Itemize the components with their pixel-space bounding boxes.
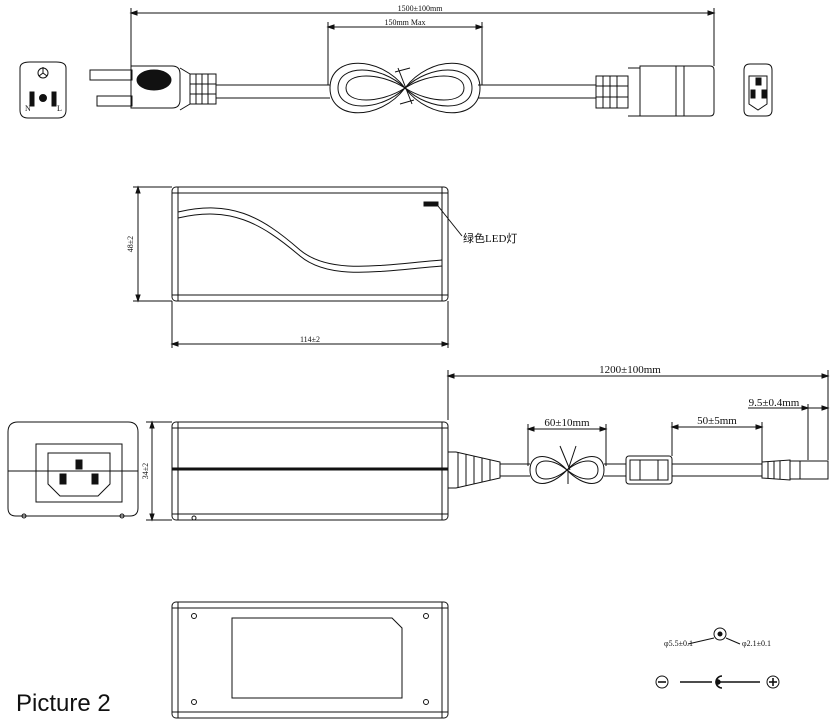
coil-dimension: 150mm Max bbox=[326, 18, 484, 85]
thickness-label: 34±2 bbox=[141, 463, 150, 479]
outer-diameter-label: φ5.5±0.1 bbox=[664, 639, 693, 648]
polarity-diagram: φ5.5±0.1 φ2.1±0.1 bbox=[655, 627, 780, 689]
adapter-bottom-view bbox=[171, 601, 449, 719]
figure-caption: Picture 2 bbox=[16, 690, 111, 717]
adapter-top-view: 绿色LED灯 48±2 114±2 bbox=[126, 185, 517, 348]
dc-cable-dimension: 1200±100mm bbox=[446, 364, 830, 460]
led-label: 绿色LED灯 bbox=[463, 231, 517, 245]
dc-coil-label: 60±10mm bbox=[544, 417, 590, 429]
width-label: 114±2 bbox=[300, 335, 320, 344]
height-label: 48±2 bbox=[126, 236, 135, 252]
width-dimension: 114±2 bbox=[170, 301, 450, 348]
inlet-end-view bbox=[7, 421, 139, 519]
dc-plug bbox=[761, 459, 829, 481]
negative-terminal-icon bbox=[655, 675, 669, 689]
tip-label: 9.5±0.4mm bbox=[749, 397, 800, 409]
cord-coil bbox=[329, 62, 481, 114]
ferrite-core bbox=[625, 455, 673, 485]
plug-neutral-label: N bbox=[25, 104, 31, 113]
dc-cable-label: 1200±100mm bbox=[599, 364, 661, 376]
us-plug-side bbox=[89, 65, 217, 111]
plug-live-label: L bbox=[57, 104, 62, 113]
ferrite-label: 50±5mm bbox=[697, 415, 737, 427]
dc-coil-dimension: 60±10mm bbox=[526, 417, 608, 466]
total-length-label: 1500±100mm bbox=[398, 4, 444, 13]
height-dimension: 48±2 bbox=[126, 185, 172, 303]
inner-diameter-label: φ2.1±0.1 bbox=[742, 639, 771, 648]
dc-cable-coil bbox=[529, 445, 605, 484]
adapter-side-view: 34±2 bbox=[7, 364, 830, 522]
us-plug-face: N L bbox=[19, 61, 67, 119]
iec-connector-face bbox=[743, 63, 773, 117]
tip-dimension: 9.5±0.4mm bbox=[748, 397, 830, 460]
ferrite-dimension: 50±5mm bbox=[670, 415, 764, 462]
positive-terminal-icon bbox=[766, 675, 780, 689]
ac-cord-view: 1500±100mm 150mm Max N L bbox=[19, 4, 773, 119]
coil-max-label: 150mm Max bbox=[384, 18, 425, 27]
total-length-dimension: 1500±100mm bbox=[129, 4, 716, 70]
thickness-dimension: 34±2 bbox=[141, 420, 172, 522]
iec-connector-side bbox=[595, 65, 715, 117]
